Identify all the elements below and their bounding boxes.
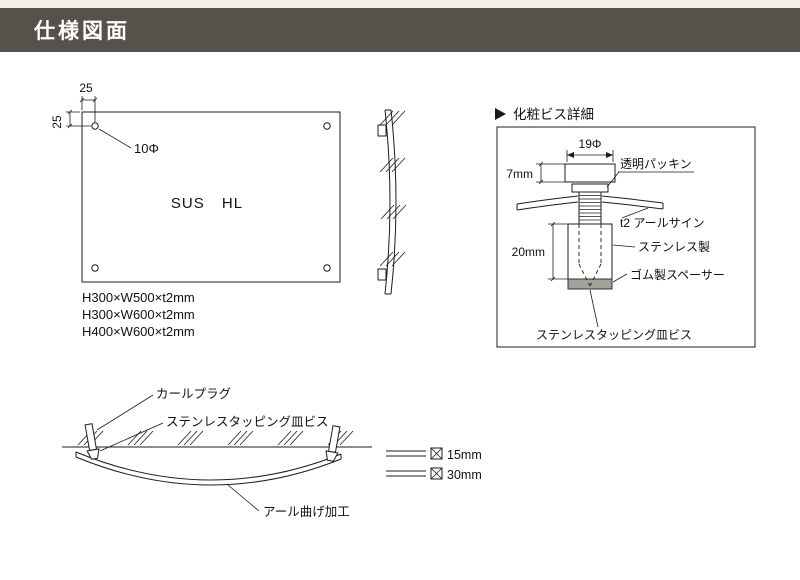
sign-cross-section [516,201,579,211]
sign-plate-outline [81,111,341,283]
mounting-bolt [377,268,387,281]
wall-hatch [177,430,204,446]
curved-sign-caps [75,452,342,459]
hole-leader-line [98,128,132,149]
page-title: 仕様図面 [34,20,130,43]
arrowhead [606,152,613,158]
wall-hatch [277,430,304,446]
bend-leader [227,484,260,512]
anchor-body [84,423,98,452]
dimension-lines-7 [536,163,565,183]
gap-lines-center [386,470,426,477]
plate-edge-line [384,109,391,295]
material-label: SUS HL [171,195,243,212]
dimension-lines-19 [566,150,614,162]
spacer-symbol-cross [430,447,443,460]
arrowhead [567,152,574,158]
dim-top-label: 25 [79,81,93,95]
sign-cross-section [601,195,664,204]
dimension-lines-left [66,111,91,127]
spec-drawing-svg: 25 25 10Φ SUS HL H300×W500×t2mm H300×W60… [50,81,756,519]
sign-cross-section [516,195,579,205]
anchor-screw-right [325,425,341,462]
corner-hole [323,122,331,130]
size-option: H400×W600×t2mm [82,324,195,339]
size-option: H300×W500×t2mm [82,290,195,305]
corner-hole [91,264,99,272]
page-header: 仕様図面 [0,8,800,52]
dimension-ticks-top [79,97,98,103]
dimension-ticks-7 [538,161,544,185]
bend-label: アール曲げ加工 [263,505,350,519]
wall-hatch [227,430,254,446]
screw-shank [578,191,602,225]
rubber-spacer-label: ゴム製スペーサー [630,267,725,282]
gap-edge-label: 15mm [447,448,482,462]
curved-sign-plate [75,456,342,486]
triangle-marker-icon [495,108,506,120]
drawing-area: 25 25 10Φ SUS HL H300×W500×t2mm H300×W60… [0,52,800,580]
gap-center-label: 30mm [447,468,482,482]
spacer-symbol-cross [430,467,443,480]
install-screw-label: ステンレスタッピング皿ビス [166,415,329,429]
installation-view: カールプラグ ステンレスタッピング皿ビス アール曲げ加工 [62,387,372,519]
head-height-label: 7mm [506,167,533,181]
plate-edge-caps [385,109,391,295]
head-diameter-label: 19Φ [579,137,602,151]
thread-lines [579,195,601,221]
hatch-marks [379,110,406,126]
rubber-spacer-pad [567,278,613,290]
spacer-height-label: 20mm [512,245,545,259]
sign-leader [621,207,649,219]
gap-legend: 15mm 30mm [386,447,482,482]
size-option: H300×W600×t2mm [82,307,195,322]
rubber-spacer-leader [612,273,628,283]
packing-leader [606,171,620,188]
sign-cross-section [601,201,664,210]
hatch-marks [379,251,406,267]
curved-sign-plate [75,451,342,481]
detail-box [496,126,756,348]
screw-head [564,163,616,183]
install-screw-leader [99,422,164,452]
hatch-marks [379,157,406,173]
detail-title: 化粧ビス詳細 [513,107,594,122]
transparent-packing [571,183,609,193]
stainless-leader [612,244,636,248]
dim-left-label: 25 [50,115,64,129]
side-view [377,109,407,295]
screw-head-shape [325,450,339,462]
corner-hole [323,264,331,272]
dimension-ticks-20 [550,221,556,282]
gap-lines-edge [386,450,426,457]
corner-hole [91,122,99,130]
tapping-screw-label: ステンレスタッピング皿ビス [536,328,692,342]
screw-detail-section: 化粧ビス詳細 19Φ 7mm [495,107,756,348]
mounting-bolt [377,124,387,137]
tapping-screw-leader [589,289,599,328]
spacer-symbol-icon [430,447,443,460]
plate-edge-line [390,109,397,295]
packing-label: 透明パッキン [620,157,692,171]
sign-label: t2 アールサイン [620,216,705,230]
anchor-body [327,425,341,454]
screw-head-shape [86,448,100,460]
anchor-screw-left [84,423,100,460]
dimension-lines-20 [548,223,568,280]
stainless-label: ステンレス製 [638,240,710,254]
hatch-marks [380,204,407,220]
spacer-body [567,223,613,280]
plug-leader [96,394,154,431]
dimension-lines-top [81,96,96,122]
plug-label: カールプラグ [156,387,231,401]
spacer-symbol-icon [430,467,443,480]
hole-diameter-label: 10Φ [134,141,159,156]
front-view: 25 25 10Φ SUS HL H300×W500×t2mm H300×W60… [50,81,341,339]
dimension-ticks-left [67,109,73,129]
